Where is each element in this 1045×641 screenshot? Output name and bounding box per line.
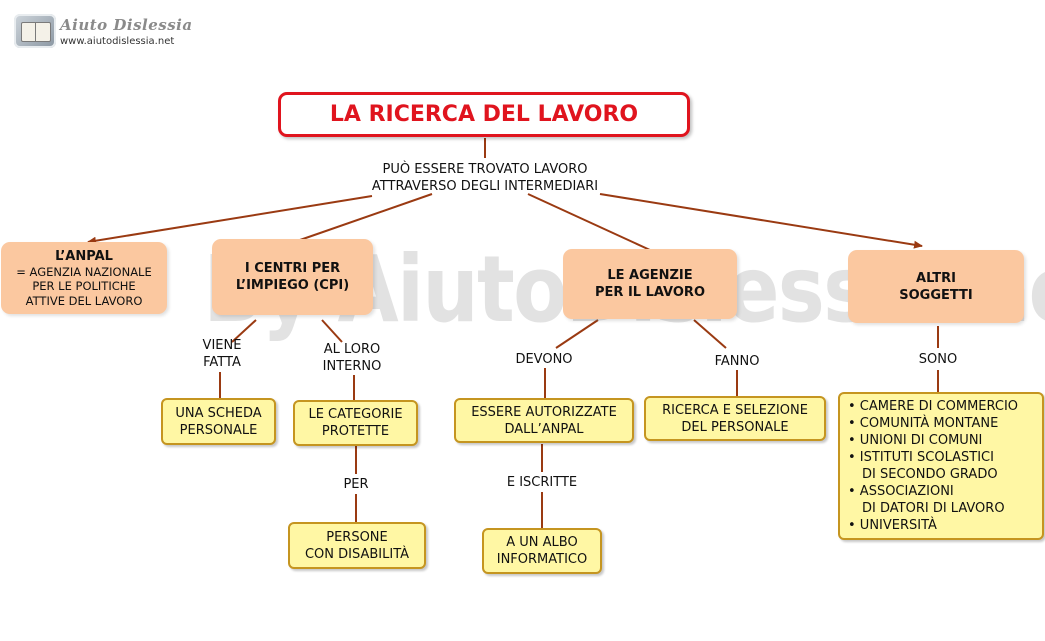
link-devono: DEVONO: [515, 352, 573, 367]
link-per: PER: [343, 477, 369, 492]
node-anpal-title: L’ANPAL: [55, 248, 113, 264]
list-item: DI SECONDO GRADO: [862, 467, 998, 482]
node-anpal: L’ANPAL = AGENZIA NAZIONALE PER LE POLIT…: [1, 242, 167, 314]
line-to-cpi: [299, 193, 433, 241]
node-agenzie: LE AGENZIE PER IL LAVORO: [563, 249, 737, 319]
node-altri-soggetti: ALTRI SOGGETTI: [848, 250, 1024, 323]
list-item: • ISTITUTI SCOLASTICI: [848, 450, 994, 465]
list-item: DI DATORI DI LAVORO: [862, 501, 1005, 516]
list-item: • ASSOCIAZIONI: [848, 484, 954, 499]
logo-name: Aiuto Dislessia: [60, 16, 193, 34]
logo-url: www.aiutodislessia.net: [60, 36, 175, 47]
diagram-title: LA RICERCA DEL LAVORO: [278, 92, 690, 137]
node-cpi: I CENTRI PER L’IMPIEGO (CPI): [212, 239, 373, 315]
list-item: • CAMERE DI COMMERCIO: [848, 399, 1019, 414]
list-item: • UNIONI DI COMUNI: [848, 433, 983, 448]
logo-icon: [14, 14, 56, 48]
list-item: • UNIVERSITÀ: [848, 518, 937, 533]
link-sono: SONO: [918, 352, 958, 367]
link-fanno: FANNO: [714, 354, 760, 369]
link-e-iscritte: E ISCRITTE: [506, 475, 578, 490]
list-item: • COMUNITÀ MONTANE: [848, 416, 999, 431]
node-elenco-soggetti: • CAMERE DI COMMERCIO • COMUNITÀ MONTANE •…: [838, 392, 1044, 540]
altri-list: • CAMERE DI COMMERCIO • COMUNITÀ MONTANE •…: [848, 398, 1018, 534]
